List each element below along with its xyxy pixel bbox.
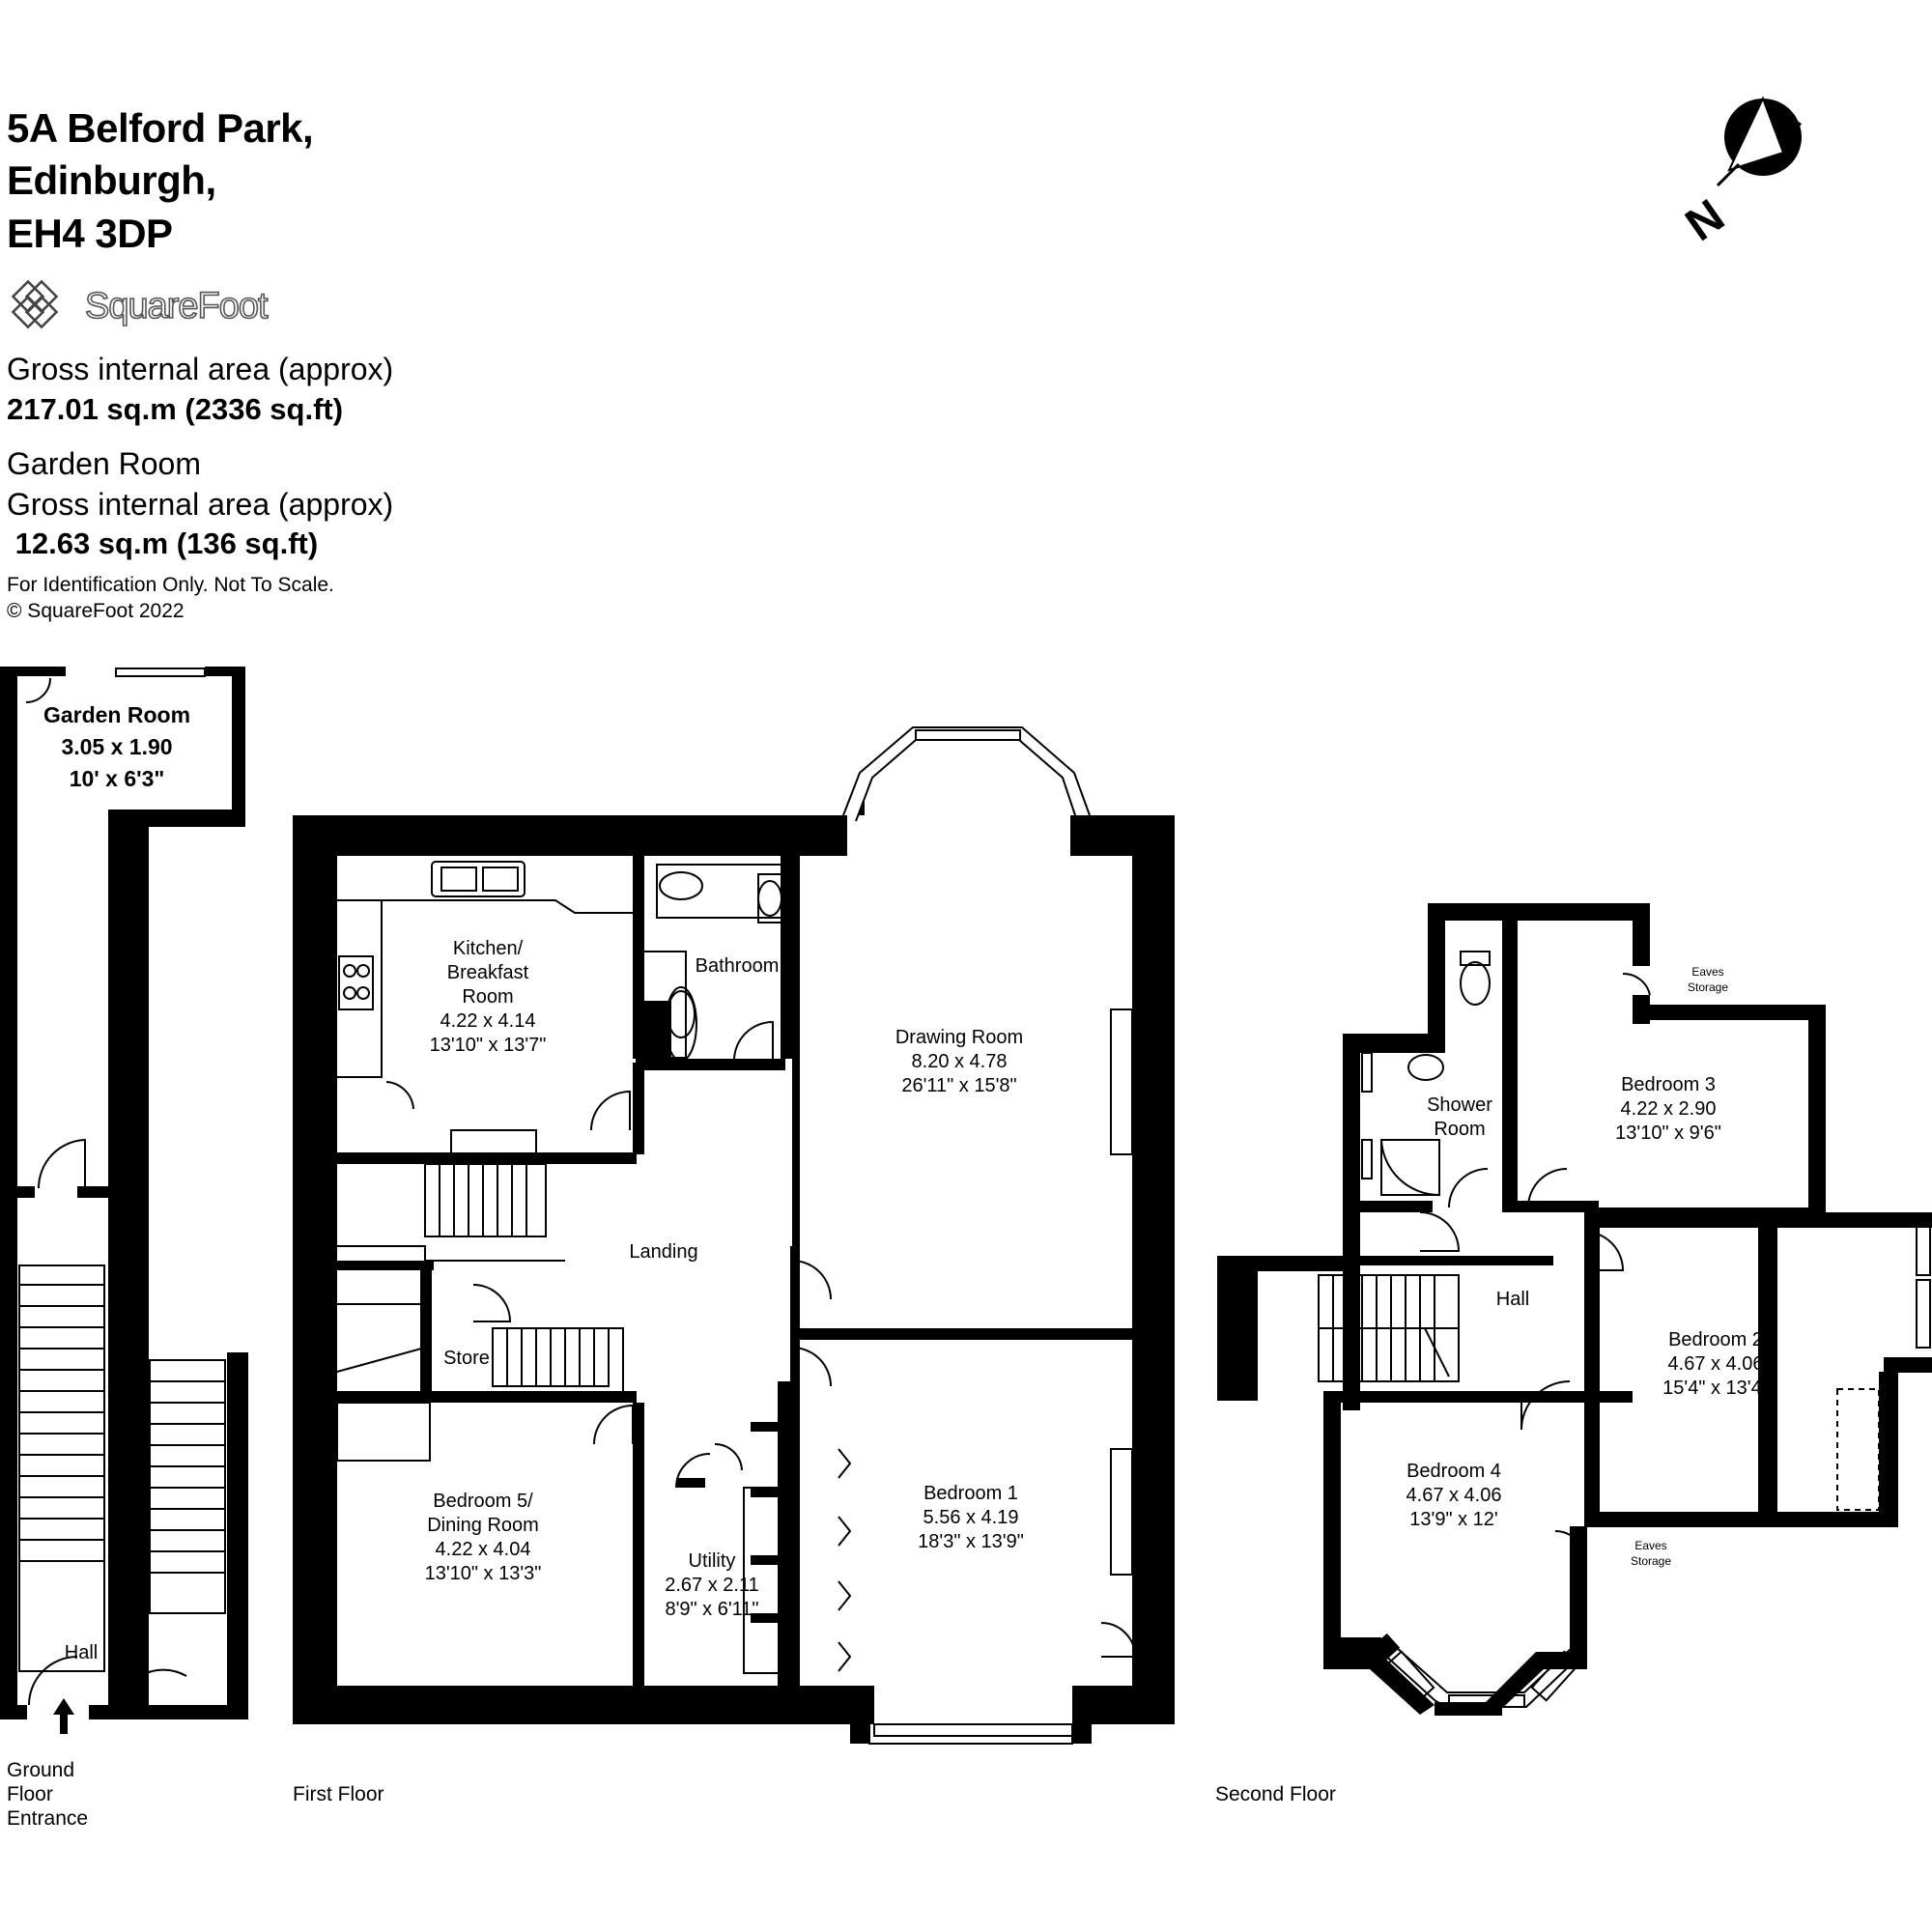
first-floor-details xyxy=(294,726,1174,1745)
garden-room-metric: 3.05 x 1.90 xyxy=(61,734,172,759)
bedroom4-name: Bedroom 4 xyxy=(1406,1461,1501,1482)
second-floor-label: Second Floor xyxy=(1215,1783,1336,1805)
garden-room-title: Garden Room xyxy=(7,446,201,481)
bedroom5-imperial: 13'10" x 13'3" xyxy=(425,1563,542,1584)
second-hall-name: Hall xyxy=(1496,1289,1529,1310)
bedroom2-name: Bedroom 2 xyxy=(1668,1329,1763,1350)
disclaimer: For Identification Only. Not To Scale. xyxy=(7,574,334,596)
bedroom5-metric: 4.22 x 4.04 xyxy=(436,1539,531,1560)
store-name: Store xyxy=(443,1348,490,1369)
utility-imperial: 8'9" x 6'11" xyxy=(665,1599,758,1620)
compass-north-label: N xyxy=(1677,190,1734,251)
kitchen-name-2: Breakfast xyxy=(447,962,529,983)
address-line-3: EH4 3DP xyxy=(7,211,173,256)
bedroom3-metric: 4.22 x 2.90 xyxy=(1621,1098,1717,1120)
squarefoot-logo: SquareFoot xyxy=(6,274,296,342)
shower-room-name-1: Shower xyxy=(1427,1094,1492,1116)
kitchen-name-1: Kitchen/ xyxy=(453,938,524,959)
landing-name: Landing xyxy=(629,1241,697,1263)
ground-floor-details xyxy=(18,668,226,1706)
ground-floor-plan xyxy=(0,667,248,1719)
address-line-1: 5A Belford Park, xyxy=(7,105,314,151)
bedroom4-metric: 4.67 x 4.06 xyxy=(1406,1485,1502,1506)
bedroom1-imperial: 18'3" x 13'9" xyxy=(918,1531,1024,1552)
kitchen-metric: 4.22 x 4.14 xyxy=(440,1010,536,1032)
copyright: © SquareFoot 2022 xyxy=(7,600,185,622)
bedroom5-name-2: Dining Room xyxy=(427,1515,539,1536)
second-floor-details xyxy=(1318,904,1931,1708)
brand-text: SquareFoot xyxy=(85,286,269,327)
ground-floor-label-line-2: Floor xyxy=(7,1783,53,1805)
second-floor-lower xyxy=(1323,1584,1587,1716)
garden-gia-value: 12.63 sq.m (136 sq.ft) xyxy=(7,526,319,560)
kitchen-name-3: Room xyxy=(462,986,513,1008)
first-floor-walls xyxy=(293,796,1175,1744)
bedroom2-imperial: 15'4" x 13'4" xyxy=(1662,1378,1769,1399)
eaves-storage-2-line-1: Eaves xyxy=(1634,1539,1666,1552)
drawing-room-imperial: 26'11" x 15'8" xyxy=(901,1075,1016,1096)
drawing-room-name: Drawing Room xyxy=(895,1027,1023,1048)
eaves-storage-1-line-1: Eaves xyxy=(1691,965,1723,979)
entrance-arrow-icon xyxy=(53,1698,74,1734)
bedroom1-name: Bedroom 1 xyxy=(923,1483,1018,1504)
eaves-storage-2-line-2: Storage xyxy=(1631,1554,1671,1568)
bathroom-name: Bathroom xyxy=(696,955,780,977)
second-floor-walls xyxy=(1217,903,1932,1655)
ground-floor-label-line-3: Entrance xyxy=(7,1807,89,1830)
address-line-2: Edinburgh, xyxy=(7,157,216,203)
ground-hall-name: Hall xyxy=(65,1642,98,1663)
kitchen-imperial: 13'10" x 13'7" xyxy=(430,1035,547,1056)
bedroom4-imperial: 13'9" x 12' xyxy=(1409,1509,1497,1530)
bedroom3-name: Bedroom 3 xyxy=(1621,1074,1716,1095)
first-floor-label: First Floor xyxy=(293,1783,384,1805)
gia-value: 217.01 sq.m (2336 sq.ft) xyxy=(7,392,344,426)
ground-floor-label-line-1: Ground xyxy=(7,1759,75,1781)
bedroom5-name-1: Bedroom 5/ xyxy=(433,1491,533,1512)
shower-room-name-2: Room xyxy=(1434,1119,1485,1140)
garden-room-imperial: 10' x 6'3" xyxy=(70,766,165,791)
bedroom1-metric: 5.56 x 4.19 xyxy=(923,1507,1019,1528)
eaves-storage-1-line-2: Storage xyxy=(1688,980,1728,994)
squarefoot-logo-icon: SquareFoot xyxy=(11,279,270,329)
garden-room-name: Garden Room xyxy=(43,702,190,727)
utility-metric: 2.67 x 2.11 xyxy=(665,1575,758,1596)
drawing-room-metric: 8.20 x 4.78 xyxy=(912,1051,1008,1072)
gia-label: Gross internal area (approx) xyxy=(7,352,394,386)
bedroom2-metric: 4.67 x 4.06 xyxy=(1668,1353,1764,1375)
compass-icon: N xyxy=(1677,96,1802,251)
bedroom3-imperial: 13'10" x 9'6" xyxy=(1615,1122,1721,1144)
utility-name: Utility xyxy=(689,1550,736,1572)
garden-gia-label: Gross internal area (approx) xyxy=(7,487,394,522)
